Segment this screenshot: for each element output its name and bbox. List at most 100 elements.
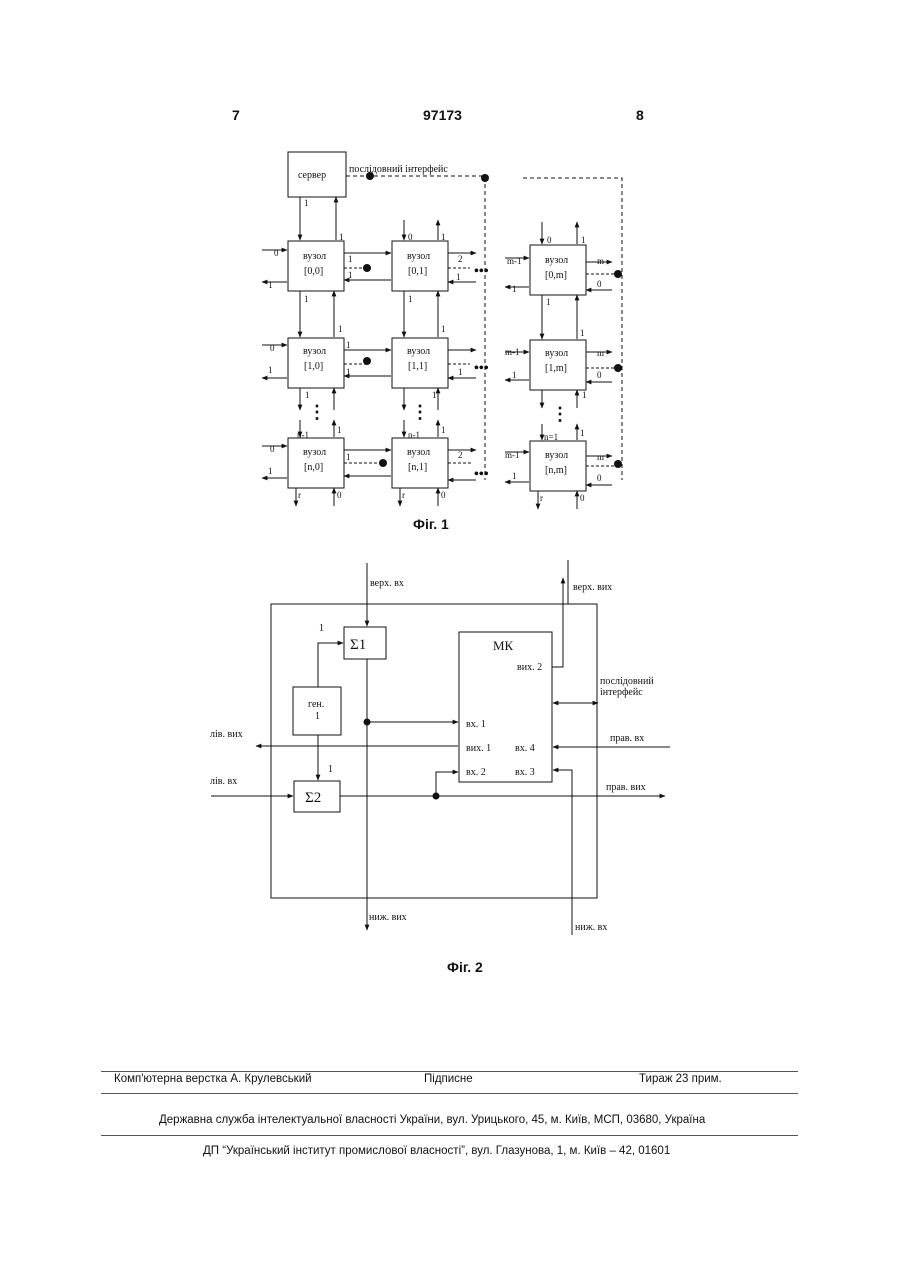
mk-label: МК xyxy=(493,638,514,653)
port-label: 0 xyxy=(597,279,602,289)
port-label: 1 xyxy=(441,324,446,334)
port-label: 0 xyxy=(270,444,275,454)
port-label: 0 xyxy=(408,232,413,242)
node-title-01: вузол xyxy=(407,251,430,262)
port-label: r xyxy=(402,490,405,500)
serial-interface-label: послідовний інтерфейс xyxy=(349,164,448,175)
port-label: n=1 xyxy=(544,432,558,442)
bottom-in-label: ниж. вх xyxy=(575,922,607,933)
fig2-diagram xyxy=(211,560,670,935)
port-label: 0 xyxy=(597,370,602,380)
port-label: 1 xyxy=(346,340,351,350)
node-index-01: [0,1] xyxy=(408,266,427,277)
node-title-10: вузол xyxy=(303,346,326,357)
top-in-label: верх. вх xyxy=(370,578,404,589)
port-label: r xyxy=(298,490,301,500)
port-label: 1 xyxy=(348,254,353,264)
node-title-00: вузол xyxy=(303,251,326,262)
node-title-n1: вузол xyxy=(407,447,430,458)
footer-circulation: Тираж 23 прим. xyxy=(639,1073,722,1085)
serial-interface-label-1: послідовний xyxy=(600,676,654,687)
fig1-caption: Фіг. 1 xyxy=(413,516,449,532)
mk-in3-label: вх. 3 xyxy=(515,767,535,778)
port-label: 1 xyxy=(580,328,585,338)
port-label: 1 xyxy=(512,370,517,380)
port-label: 1 xyxy=(348,270,353,280)
port-label: m-1 xyxy=(505,347,520,357)
port-label: 1 xyxy=(337,425,342,435)
serial-bus-2 xyxy=(523,178,622,480)
port-label: 0 xyxy=(441,490,446,500)
port-label: 0 xyxy=(547,235,552,245)
server-label: сервер xyxy=(298,170,326,181)
port-label: m xyxy=(597,256,604,266)
footer-typesetting: Комп'ютерна верстка А. Крулевський xyxy=(114,1073,312,1085)
port-label: n-1 xyxy=(408,430,420,440)
port-label: 1 xyxy=(408,294,413,304)
port-label: 1 xyxy=(582,390,587,400)
port-label: 1 xyxy=(456,272,461,282)
port-label: 1 xyxy=(580,428,585,438)
ellipsis-vertical: ⋮ xyxy=(411,402,429,422)
port-label: 1 xyxy=(581,235,586,245)
port-label: 0 xyxy=(337,490,342,500)
sum1-label: Σ1 xyxy=(350,637,366,653)
port-label: 0 xyxy=(580,493,585,503)
ellipsis-vertical: ⋮ xyxy=(551,404,569,424)
node-index-0m: [0,m] xyxy=(545,270,567,281)
port-label: 2 xyxy=(458,254,463,264)
port-label: m xyxy=(597,348,604,358)
port-label: 2 xyxy=(458,450,463,460)
port-label: 1 xyxy=(441,232,446,242)
left-out-label: лів. вих xyxy=(210,729,243,740)
port-label: 1 xyxy=(546,297,551,307)
node-title-0m: вузол xyxy=(545,255,568,266)
mk-in2-label: вх. 2 xyxy=(466,767,486,778)
footer-signed: Підписне xyxy=(424,1073,473,1085)
mk-in4-label: вх. 4 xyxy=(515,743,535,754)
port-label: 1 xyxy=(304,198,309,208)
footer-rule-3 xyxy=(101,1135,798,1136)
port-label: 1 xyxy=(304,294,309,304)
ellipsis-vertical: ⋮ xyxy=(308,402,326,422)
port-label: r xyxy=(540,493,543,503)
sum2-label: Σ2 xyxy=(305,790,321,806)
port-label: 1 xyxy=(305,390,310,400)
serial-interface-label-2: інтерфейс xyxy=(600,687,643,698)
node-index-n0: [n,0] xyxy=(304,462,323,473)
port-label: 1 xyxy=(346,367,351,377)
port-label: 1 xyxy=(512,284,517,294)
ellipsis-horizontal: ••• xyxy=(474,264,489,279)
node-index-10: [1,0] xyxy=(304,361,323,372)
left-in-label: лів. вх xyxy=(210,776,237,787)
port-label: 1 xyxy=(268,466,273,476)
sum2-input-label: 1 xyxy=(328,764,333,775)
port-label: m-1 xyxy=(507,256,522,266)
node-index-1m: [1,m] xyxy=(545,363,567,374)
right-out-label: прав. вих xyxy=(606,782,646,793)
node-index-11: [1,1] xyxy=(408,361,427,372)
ellipsis-horizontal: ••• xyxy=(474,361,489,376)
node-index-00: [0,0] xyxy=(304,266,323,277)
port-label: 1 xyxy=(441,425,446,435)
port-label: 1 xyxy=(458,367,463,377)
footer-rule-1 xyxy=(101,1071,798,1072)
node-frame xyxy=(271,604,597,898)
port-label: 1 xyxy=(339,232,344,242)
port-label: m-1 xyxy=(505,450,520,460)
mk-in1-label: вх. 1 xyxy=(466,719,486,730)
fig2-caption: Фіг. 2 xyxy=(447,959,483,975)
gen-label-1: ген. xyxy=(308,699,324,710)
mk-box xyxy=(459,632,552,782)
node-title-1m: вузол xyxy=(545,348,568,359)
mk-out1-label: вих. 1 xyxy=(466,743,491,754)
port-label: 0 xyxy=(270,343,275,353)
right-in-label: прав. вх xyxy=(610,733,644,744)
bottom-out-label: ниж. вих xyxy=(369,912,407,923)
gen-label-2: 1 xyxy=(315,711,320,722)
sum1-input-label: 1 xyxy=(319,623,324,634)
node-title-n0: вузол xyxy=(303,447,326,458)
port-label: 1 xyxy=(268,365,273,375)
port-label: 0 xyxy=(274,248,279,258)
node-index-n1: [n,1] xyxy=(408,462,427,473)
